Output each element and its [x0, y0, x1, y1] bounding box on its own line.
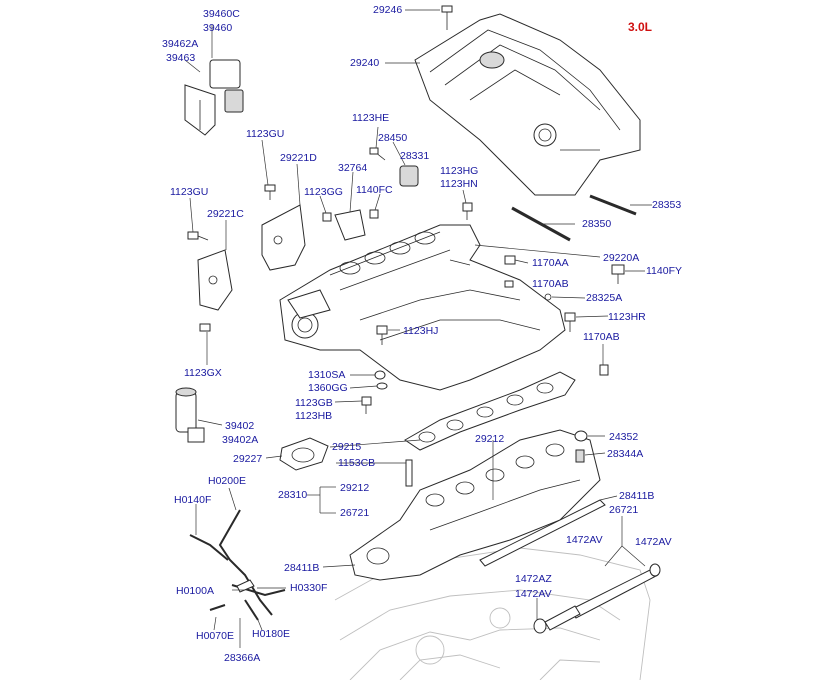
label-28411b-left[interactable]: 28411B	[284, 562, 320, 574]
engine-cover	[414, 13, 641, 196]
label-1140fc[interactable]: 1140FC	[356, 184, 393, 196]
label-39462a[interactable]: 39462A	[162, 38, 199, 50]
label-1123hg[interactable]: 1123HG	[440, 165, 479, 177]
label-39460c[interactable]: 39460C	[203, 8, 240, 20]
label-h0140f[interactable]: H0140F	[174, 494, 212, 506]
label-28450[interactable]: 28450	[378, 132, 408, 144]
label-29246[interactable]: 29246	[373, 4, 403, 16]
label-1170ab-top[interactable]: 1170AB	[532, 278, 569, 290]
gasket-strip-28411b	[479, 499, 606, 567]
bracket-32764	[322, 209, 379, 241]
sensor-28331	[369, 147, 419, 187]
label-1360gg[interactable]: 1360GG	[308, 382, 348, 394]
label-32764[interactable]: 32764	[338, 162, 368, 174]
label-1140fy[interactable]: 1140FY	[646, 265, 682, 277]
bolt-29246	[441, 5, 453, 30]
label-1472av-right[interactable]: 1472AV	[635, 536, 672, 548]
label-26721-right[interactable]: 26721	[609, 504, 639, 516]
intake-manifold-upper	[279, 224, 566, 391]
label-1170ab-right[interactable]: 1170AB	[583, 331, 620, 343]
label-24352[interactable]: 24352	[609, 431, 639, 443]
label-h0100a[interactable]: H0100A	[176, 585, 214, 597]
sensor-24352	[574, 430, 588, 463]
washers	[361, 370, 388, 414]
label-1310sa[interactable]: 1310SA	[308, 369, 346, 381]
gasket-29227	[279, 437, 329, 471]
solenoid-valve-39460	[184, 59, 244, 136]
label-1123hb[interactable]: 1123HB	[295, 410, 333, 422]
label-28310[interactable]: 28310	[278, 489, 308, 501]
label-h0180e[interactable]: H0180E	[252, 628, 290, 640]
label-1472az[interactable]: 1472AZ	[515, 573, 552, 585]
leader-lines	[184, 9, 652, 648]
stud-28350	[511, 194, 637, 242]
label-1123gu-left[interactable]: 1123GU	[170, 186, 209, 198]
bracket-29221c	[187, 231, 233, 332]
label-1472av-left[interactable]: 1472AV	[566, 534, 603, 546]
label-1123hj[interactable]: 1123HJ	[403, 325, 439, 337]
label-39402a[interactable]: 39402A	[222, 434, 259, 446]
manifold-bolts	[376, 202, 625, 376]
label-39463[interactable]: 39463	[166, 52, 196, 64]
hose-26721	[533, 563, 661, 634]
valve-39402	[175, 387, 205, 443]
label-28344a[interactable]: 28344A	[607, 448, 644, 460]
label-29220a[interactable]: 29220A	[603, 252, 640, 264]
intake-manifold-lower	[349, 429, 601, 581]
bracket-29221d	[261, 184, 306, 271]
label-28366a[interactable]: 28366A	[224, 652, 261, 664]
label-29212-top[interactable]: 29212	[475, 433, 505, 445]
label-28331[interactable]: 28331	[400, 150, 430, 162]
label-1123hr[interactable]: 1123HR	[608, 311, 646, 323]
label-26721-left[interactable]: 26721	[340, 507, 370, 519]
label-1472av-bottom[interactable]: 1472AV	[515, 588, 552, 600]
label-28350[interactable]: 28350	[582, 218, 612, 230]
label-29215[interactable]: 29215	[332, 441, 362, 453]
label-1170aa[interactable]: 1170AA	[532, 257, 569, 269]
label-39402[interactable]: 39402	[225, 420, 255, 432]
label-29221d[interactable]: 29221D	[280, 152, 317, 164]
label-1123hn[interactable]: 1123HN	[440, 178, 478, 190]
label-h0330f[interactable]: H0330F	[290, 582, 328, 594]
label-h0070e[interactable]: H0070E	[196, 630, 234, 642]
label-1123gg[interactable]: 1123GG	[304, 186, 343, 198]
label-28411b-right[interactable]: 28411B	[619, 490, 655, 502]
engine-variant-title: 3.0L	[628, 20, 653, 34]
label-1123gb[interactable]: 1123GB	[295, 397, 333, 409]
label-29221c[interactable]: 29221C	[207, 208, 244, 220]
label-29212-bottom[interactable]: 29212	[340, 482, 370, 494]
gasket-29215	[404, 371, 576, 451]
label-1153cb[interactable]: 1153CB	[338, 457, 376, 469]
label-29227[interactable]: 29227	[233, 453, 263, 465]
label-28353[interactable]: 28353	[652, 199, 682, 211]
label-1123gu-top[interactable]: 1123GU	[246, 128, 285, 140]
vacuum-hoses	[189, 509, 286, 621]
label-1123he[interactable]: 1123HE	[352, 112, 390, 124]
label-29240[interactable]: 29240	[350, 57, 380, 69]
label-28325a[interactable]: 28325A	[586, 292, 623, 304]
label-h0200e[interactable]: H0200E	[208, 475, 246, 487]
label-1123gx[interactable]: 1123GX	[184, 367, 222, 379]
label-39460[interactable]: 39460	[203, 22, 233, 34]
stud-1153cb	[405, 459, 413, 487]
